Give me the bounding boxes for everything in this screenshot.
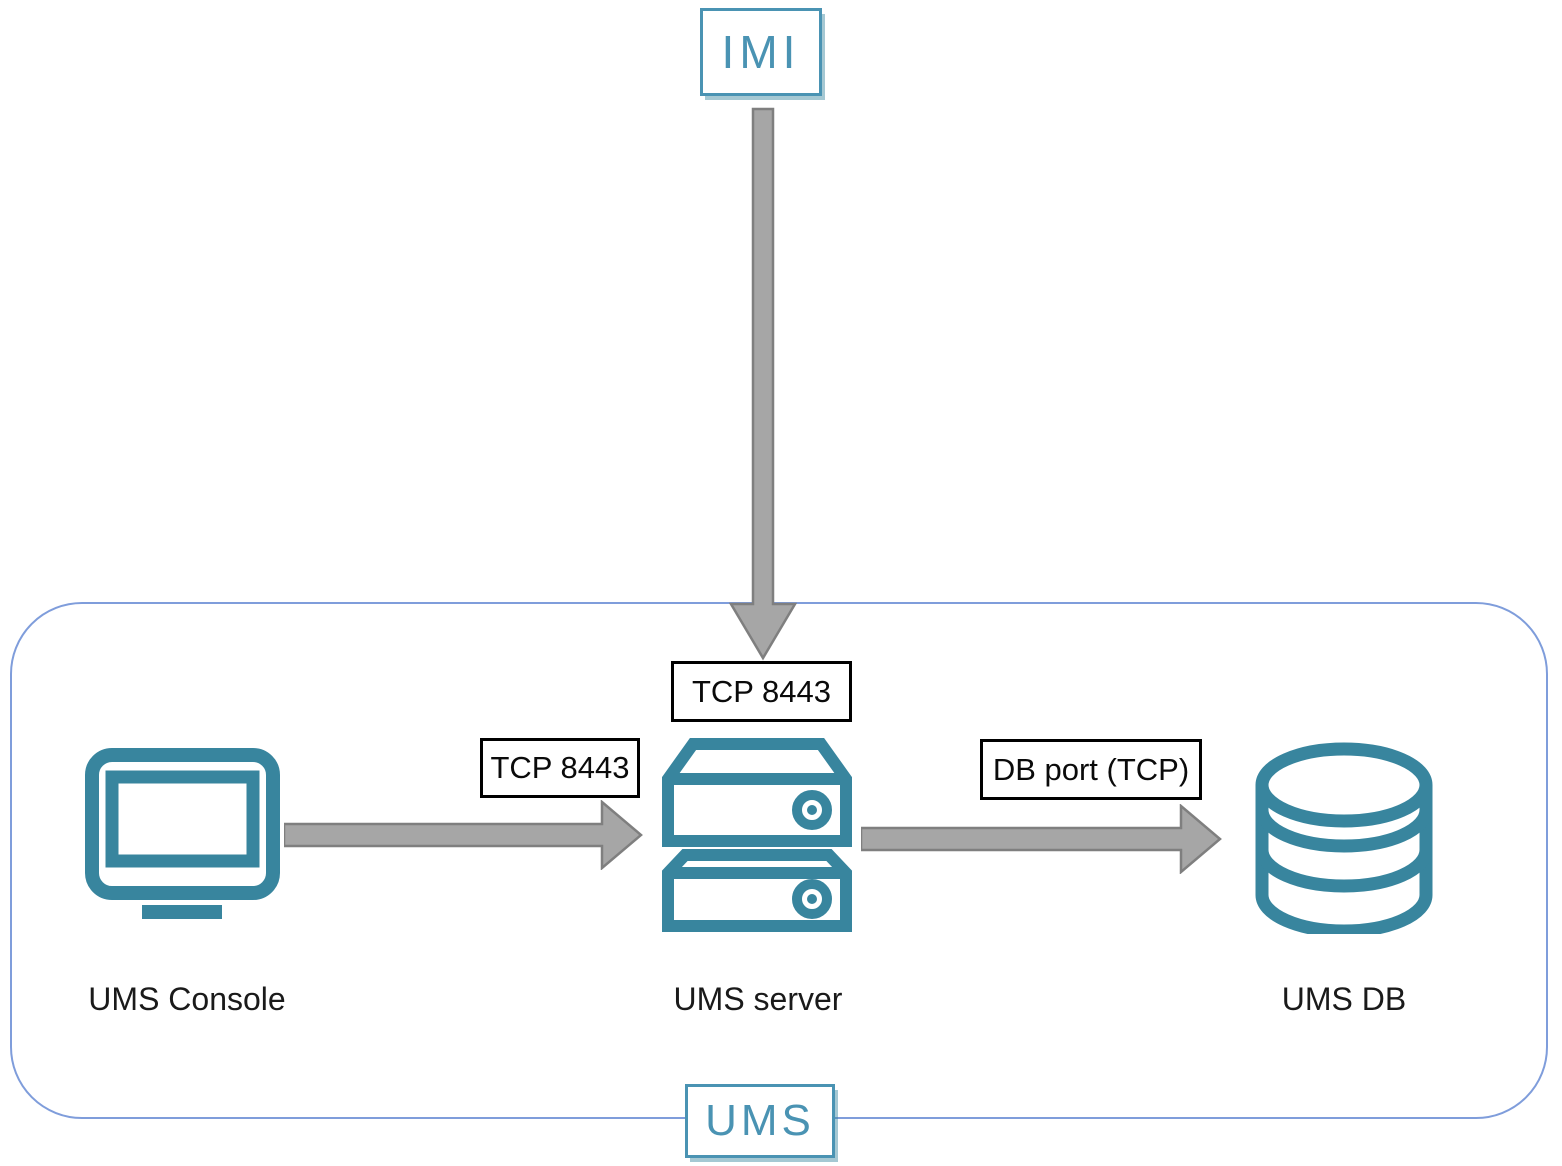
right-arrow-server-db [861, 804, 1222, 874]
imi-node: IMI [700, 8, 822, 96]
ums-group-node: UMS [685, 1084, 835, 1158]
ums-group-label: UMS [705, 1096, 815, 1145]
port-label-text: TCP 8443 [490, 750, 630, 785]
port-label-server-db: DB port (TCP) [980, 739, 1202, 800]
monitor-icon [85, 748, 280, 919]
ums-console-label: UMS Console [88, 981, 286, 1017]
port-label-imi-server: TCP 8443 [671, 661, 852, 722]
imi-label: IMI [721, 26, 801, 78]
down-arrow [729, 107, 797, 661]
port-label-text: TCP 8443 [691, 673, 831, 709]
server-icon [662, 738, 852, 932]
ums-server-label: UMS server [673, 981, 843, 1017]
port-label-console-server: TCP 8443 [480, 738, 640, 798]
right-arrow-console-server [284, 800, 643, 870]
ums-db-label: UMS DB [1281, 981, 1407, 1017]
port-label-text: DB port (TCP) [992, 751, 1190, 787]
database-icon [1255, 742, 1433, 934]
